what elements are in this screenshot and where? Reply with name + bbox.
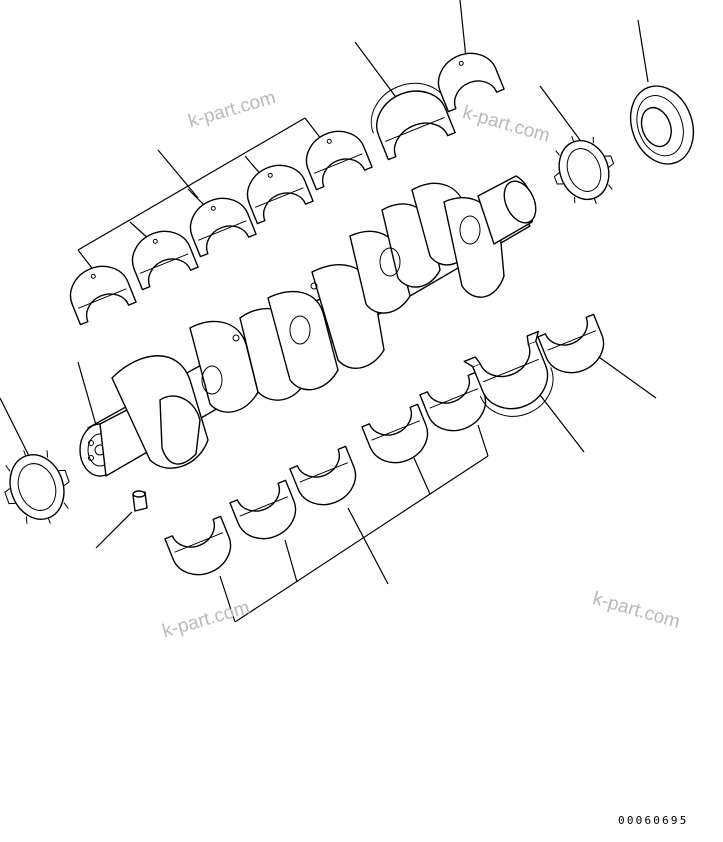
upper-thrust-bearing-shell bbox=[370, 82, 456, 161]
upper-main-bearing-shell-2 bbox=[131, 230, 199, 291]
upper-bearing-shells bbox=[69, 52, 505, 326]
crankshaft bbox=[79, 175, 537, 477]
lower-thrust-bearing-shell bbox=[463, 330, 554, 417]
dowel-pin bbox=[132, 490, 148, 512]
drawing-number: 00060695 bbox=[618, 814, 689, 827]
upper-main-bearing-shell-1 bbox=[69, 265, 137, 326]
lower-main-bearing-shell-1 bbox=[164, 515, 232, 576]
lower-bearing-shells bbox=[164, 313, 605, 576]
lower-main-bearing-shell-3 bbox=[289, 445, 357, 506]
upper-main-bearing-shell-5 bbox=[305, 130, 373, 191]
upper-bearing-shell-rear bbox=[437, 52, 505, 113]
rear-gear bbox=[553, 136, 615, 204]
lower-main-bearing-shell-2 bbox=[229, 479, 297, 540]
lower-main-bearing-shell-4 bbox=[361, 403, 429, 464]
upper-main-bearing-shell-3 bbox=[189, 197, 257, 258]
rear-oil-seal bbox=[629, 85, 695, 165]
lower-bearing-shell-rear bbox=[537, 313, 605, 374]
upper-main-bearing-shell-4 bbox=[246, 164, 314, 225]
front-gear bbox=[4, 450, 70, 524]
leader-lines bbox=[0, 0, 657, 623]
